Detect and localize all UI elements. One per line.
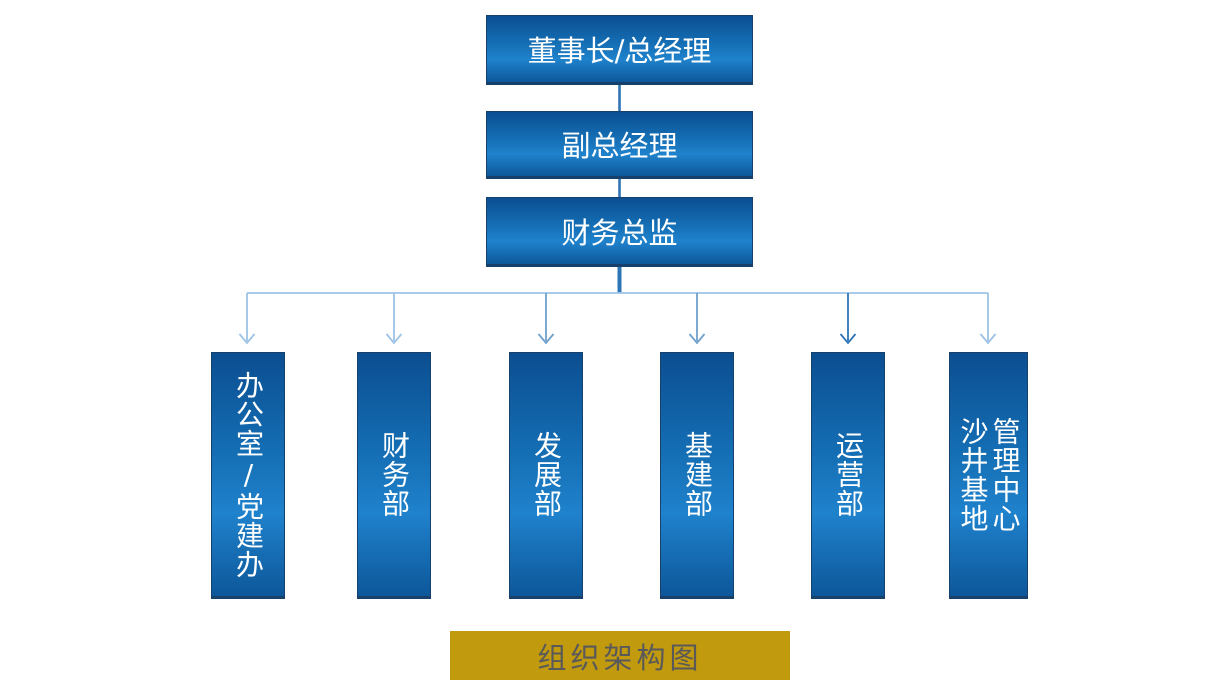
org-box-chairman: 董事长/总经理 (486, 15, 753, 85)
dept-box-development: 发展部 (509, 352, 583, 599)
org-box-finance-director: 财务总监 (486, 197, 753, 267)
dept-box-finance: 财务部 (357, 352, 431, 599)
dept-box-office-party-label: 办公室/党建办 (232, 370, 265, 579)
dept-box-finance-label: 财务部 (378, 431, 411, 518)
dept-box-development-label: 发展部 (530, 431, 563, 518)
org-box-chairman-label: 董事长/总经理 (527, 34, 712, 68)
org-box-deputy-gm: 副总经理 (486, 111, 753, 179)
title-banner: 组织架构图 (450, 631, 790, 680)
org-box-deputy-gm-label: 副总经理 (561, 129, 678, 163)
dept-box-infrastructure: 基建部 (660, 352, 734, 599)
dept-box-operations-label: 运营部 (832, 431, 865, 518)
dept-box-office-party: 办公室/党建办 (211, 352, 285, 599)
dept-box-management-center-label: 管理中心 (988, 416, 1022, 533)
dept-box-shajing-base-label: 沙井基地 (956, 416, 990, 533)
dept-box-infrastructure-label: 基建部 (681, 431, 714, 518)
title-banner-label: 组织架构图 (537, 640, 703, 675)
org-box-finance-director-label: 财务总监 (561, 216, 678, 250)
dept-box-shajing-base-management-center: 沙井基地 管理中心 (949, 352, 1028, 599)
dept-box-operations: 运营部 (811, 352, 885, 599)
